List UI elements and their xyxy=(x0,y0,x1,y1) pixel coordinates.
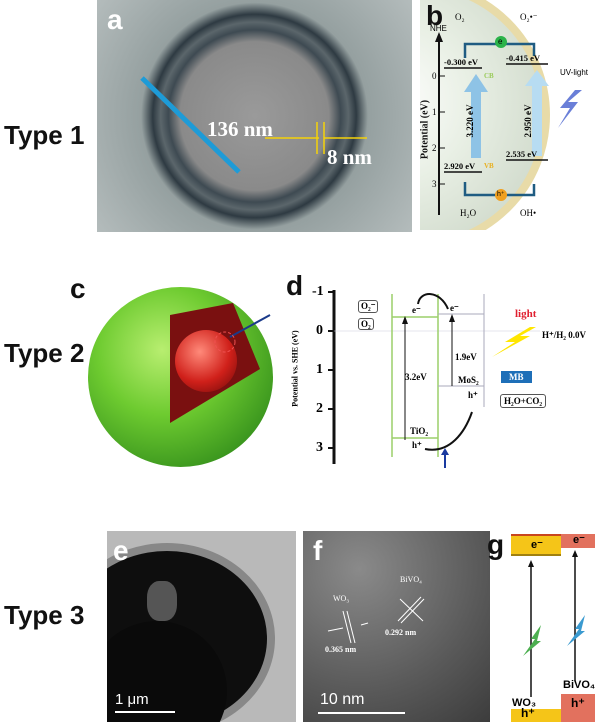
panel-letter: d xyxy=(286,270,304,301)
products-box: H₂O+CO₂ xyxy=(500,394,547,408)
panel-b-band-diagram: b O₂ O₂•⁻ e NHE 0 1 2 3 Potential (eV) -… xyxy=(420,0,598,230)
o2-box: O₂ xyxy=(358,318,374,330)
panel-d-band-diagram: d Potential vs. SHE (eV) -1 0 1 2 3 O₂⁻ … xyxy=(286,272,598,472)
tick: 3 xyxy=(316,440,323,455)
superoxide-label: O₂•⁻ xyxy=(520,12,538,22)
gap-right-label: 2.950 eV xyxy=(523,104,533,138)
panel-letter: a xyxy=(107,4,123,35)
axis-ref-label: NHE xyxy=(430,24,447,33)
vb-left-value: 2.920 eV xyxy=(444,161,476,171)
tick: 2 xyxy=(432,143,437,153)
electron-tio2: e⁻ xyxy=(412,305,421,315)
cb-label: CB xyxy=(484,72,494,80)
gap-mos2: 1.9eV xyxy=(455,352,477,362)
panel-letter: c xyxy=(70,273,86,304)
hole-tio2: h⁺ xyxy=(412,440,422,450)
tick: 1 xyxy=(432,107,437,117)
hole-bivo4: h⁺ xyxy=(571,696,585,710)
mos2-label: MoS₂ xyxy=(458,375,479,385)
panel-g-heterojunction: g e⁻ e⁻ WO₃ BiVO₄ h⁺ h⁺ xyxy=(485,531,598,722)
light-bolt-icon xyxy=(492,327,536,357)
hole-wo3: h⁺ xyxy=(521,706,535,720)
tick: 1 xyxy=(316,362,323,377)
bivo4-cb xyxy=(561,534,595,548)
tick: 0 xyxy=(432,71,437,81)
wo3-label: WO₃ xyxy=(512,697,537,709)
tick: 2 xyxy=(316,401,323,416)
row-label-type-1: Type 1 xyxy=(4,120,85,150)
electron-wo3: e⁻ xyxy=(531,539,543,551)
electron-bivo4: e⁻ xyxy=(573,534,585,546)
electron-label: e xyxy=(498,37,503,46)
bivo4-vb xyxy=(561,694,595,722)
tick: 3 xyxy=(432,179,437,189)
scale-bar xyxy=(318,712,405,714)
uv-light-label: UV-light xyxy=(560,68,589,77)
panel-a-annotations xyxy=(140,76,367,174)
wo3-cb xyxy=(511,534,561,556)
bivo4-label: BiVO₄ xyxy=(563,679,596,691)
panel-f-hrtem-image: f WO₃ BiVO₄ 0.365 nm 0.292 nm 10 nm xyxy=(303,531,490,722)
axis-title: Potential vs. SHE (eV) xyxy=(290,330,300,407)
cb-left-value: -0.300 eV xyxy=(444,57,478,67)
tio2-label: TiO₂ xyxy=(410,426,429,436)
electron-dot xyxy=(495,36,507,48)
electron-mos2: e⁻ xyxy=(450,303,459,313)
vb-label: VB xyxy=(484,162,494,170)
panel-e-tem-image: e 1 μm xyxy=(107,531,296,722)
row-label-type-2: Type 2 xyxy=(4,338,85,368)
diameter-line xyxy=(140,76,241,174)
panel-a-tem-image: a 136 nm 8 nm xyxy=(97,0,412,232)
row-label-type-3: Type 3 xyxy=(4,600,85,630)
scale-bar xyxy=(115,711,175,713)
axis-title: Potential (eV) xyxy=(420,99,431,160)
cb-right-value: -0.415 eV xyxy=(506,53,540,63)
light-label: light xyxy=(515,308,537,320)
o2-radical-box: O₂⁻ xyxy=(358,300,379,313)
h2o-label: H₂O xyxy=(460,208,477,218)
panel-c-core-shell-sphere: c xyxy=(70,275,295,470)
panel-letter: b xyxy=(426,0,444,31)
vb-right-value: 2.535 eV xyxy=(506,149,538,159)
diameter-label: 136 nm xyxy=(207,117,273,141)
panel-letter: e xyxy=(113,535,129,566)
bivo4-label: BiVO₄ xyxy=(400,575,422,584)
bivo4-spacing: 0.292 nm xyxy=(385,628,417,637)
scale-bar-label: 10 nm xyxy=(320,691,365,708)
light-bolt-icon xyxy=(567,615,585,646)
tick: -1 xyxy=(312,284,324,299)
gap-left-label: 3.220 eV xyxy=(465,104,475,138)
panel-letter: g xyxy=(487,529,505,560)
wo3-spacing: 0.365 nm xyxy=(325,645,357,654)
light-bolt-icon xyxy=(523,625,541,656)
panel-letter: f xyxy=(313,535,323,566)
scale-bar-label: 1 μm xyxy=(115,691,149,708)
hole-dot xyxy=(495,189,507,201)
hole-mos2: h⁺ xyxy=(468,390,478,400)
mb-box: MB xyxy=(501,371,532,383)
oh-label: OH• xyxy=(520,208,537,218)
wo3-vb xyxy=(511,709,561,722)
red-core xyxy=(175,330,237,392)
lightning-icon xyxy=(558,90,582,128)
wo3-label: WO₃ xyxy=(333,594,350,603)
hole-label: h⁺ xyxy=(497,191,505,198)
reference-potential: H⁺/H₂ 0.0V xyxy=(542,330,586,340)
shell-thickness-label: 8 nm xyxy=(327,145,372,169)
gap-tio2: 3.2eV xyxy=(405,372,427,382)
tick: 0 xyxy=(316,323,323,338)
excitation-arrows xyxy=(523,550,585,697)
o2-label: O₂ xyxy=(455,12,465,22)
particle-highlight xyxy=(147,581,177,621)
